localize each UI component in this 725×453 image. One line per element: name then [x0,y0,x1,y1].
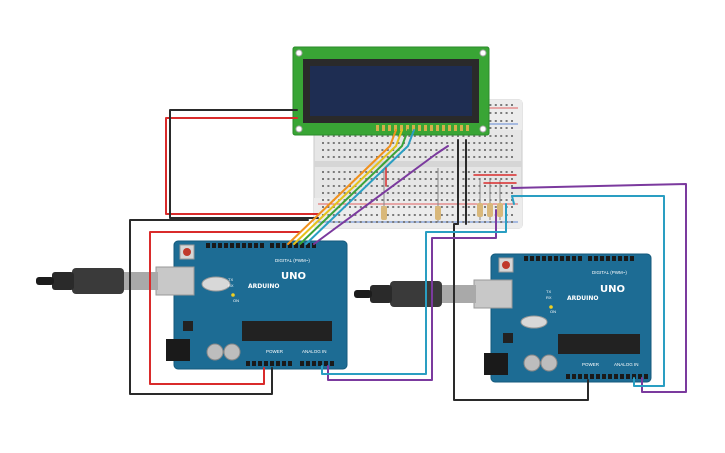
wire-red-lcd[interactable] [165,117,319,215]
board-brand: ARDUINO [248,283,279,290]
wire-blue-serial-right[interactable] [511,195,665,387]
crystal [520,315,548,329]
on-label: ON [550,309,556,314]
wire-black-right-gnd[interactable] [453,223,589,401]
resistor-4 [487,180,493,220]
rx-label: RX [228,283,234,288]
lcd-header-pins [376,125,469,131]
analog-header [614,374,648,379]
analog-label: ANALOG IN [614,362,639,367]
usb-cable-left[interactable] [36,268,158,294]
wire-black-gnd[interactable] [129,219,309,395]
wire-purple-serial-left[interactable] [327,209,497,381]
lcd-screen [310,66,472,116]
power-label: POWER [582,362,600,367]
microcontroller-chip [558,334,640,354]
wire-blue-bb[interactable] [511,195,515,205]
wire-black-lcd[interactable] [169,109,319,219]
arduino-uno-right[interactable]: ARDUINO UNO DIGITAL (PWM~) ANALOG IN POW… [473,253,652,383]
resistor-2 [435,168,441,222]
analog-header [300,361,334,366]
tx-label: TX [546,289,551,294]
wire-yellow-data[interactable] [293,129,403,245]
board-model: UNO [281,271,306,282]
resistor-1 [381,168,387,220]
wire-purple-data[interactable] [313,145,449,245]
lcd-module[interactable] [292,46,490,136]
resistor-3 [477,180,483,220]
wire-blue-serial-left[interactable] [321,203,507,375]
rx-label: RX [546,295,552,300]
analog-label: ANALOG IN [302,349,327,354]
microcontroller-chip [242,321,332,341]
wire-purple-serial-right[interactable] [511,183,687,393]
power-jack [166,339,190,361]
usb-port [155,266,195,296]
resistor-5 [497,180,503,220]
power-jack [484,353,508,375]
power-label: POWER [266,349,284,354]
digital-label: DIGITAL (PWM~) [275,258,310,263]
usb-cable-right[interactable] [354,281,476,307]
power-header [566,374,612,379]
wire-green-data[interactable] [299,129,409,245]
wires [129,109,687,401]
tx-label: TX [228,277,233,282]
usb-port [473,279,513,309]
digital-header [206,243,316,248]
digital-label: DIGITAL (PWM~) [592,270,627,275]
wire-red-5v[interactable] [149,231,301,385]
digital-header [524,256,634,261]
board-model: UNO [600,284,625,295]
wire-orange-data[interactable] [287,129,397,245]
crystal [201,276,231,292]
on-label: ON [233,298,239,303]
arduino-uno-left[interactable]: ARDUINO UNO DIGITAL (PWM~) ANALOG IN POW… [155,240,348,370]
power-header [246,361,292,366]
wire-blue-data[interactable] [305,129,415,245]
board-brand: ARDUINO [567,295,598,302]
